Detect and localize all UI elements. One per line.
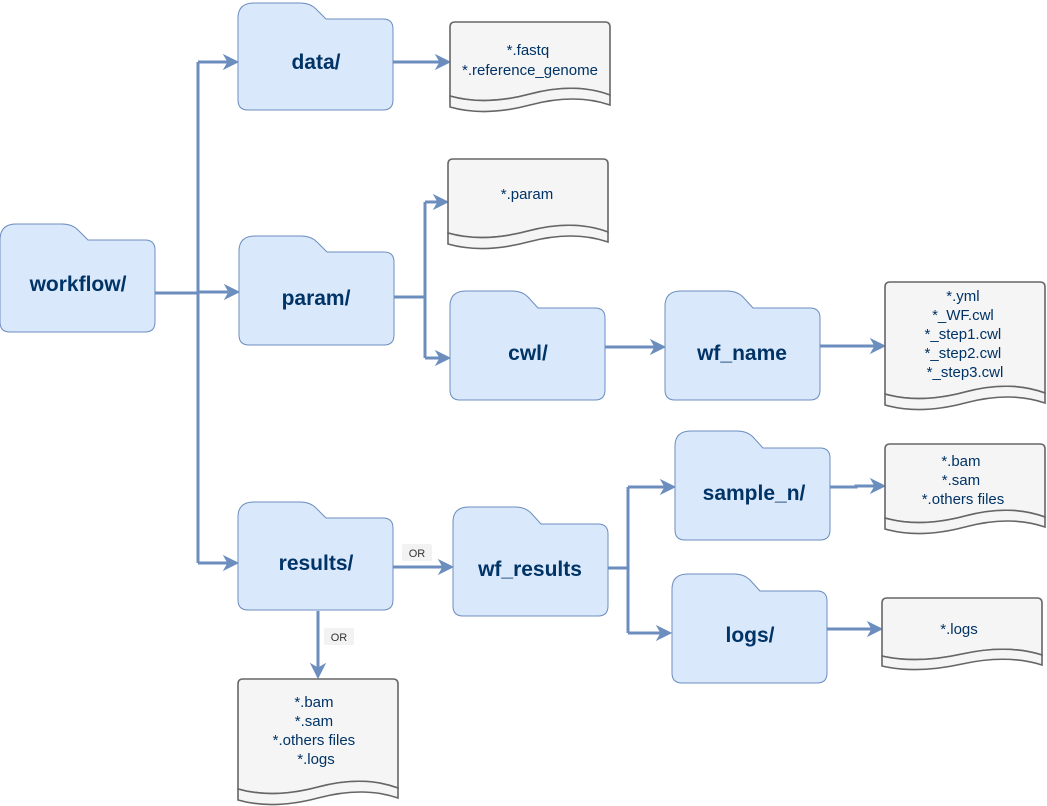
file-entry: *.logs — [940, 621, 978, 638]
file-entry: *.others files — [273, 732, 356, 749]
folder-label: wf_name — [696, 342, 787, 365]
file-entry: *.fastq — [507, 42, 550, 59]
arrowhead-icon — [659, 478, 677, 496]
document-text: *.yml *_WF.cwl *_step1.cwl *_step2.cwl *… — [925, 288, 1006, 381]
arrowhead-icon — [222, 53, 240, 71]
folder-icon — [664, 290, 821, 401]
file-entry: *.logs — [297, 751, 335, 768]
document-text: *.fastq *.reference_genome — [462, 42, 598, 79]
edge-sample-to-files — [830, 484, 875, 489]
arrowhead-icon — [309, 662, 327, 680]
edge-label-or-files: OR — [324, 628, 354, 645]
folder-results[interactable]: results/ — [237, 501, 394, 611]
file-entry: *_step1.cwl — [925, 326, 1002, 343]
folder-label: cwl/ — [508, 342, 548, 365]
document-text: *.param — [501, 186, 554, 203]
document-text: *.logs — [940, 621, 978, 638]
document-page-edge — [447, 224, 609, 250]
folder-data[interactable]: data/ — [237, 2, 394, 111]
document-page-edge — [884, 509, 1046, 535]
arrowhead-icon — [655, 624, 673, 642]
arrowhead-icon — [432, 193, 450, 211]
edges — [155, 60, 875, 668]
document-logs-files[interactable]: *.logs — [881, 597, 1043, 671]
file-entry: *.sam — [295, 713, 333, 730]
edge-label-text: OR — [331, 632, 348, 644]
folder-workflow[interactable]: workflow/ — [0, 223, 156, 333]
folder-icon — [449, 290, 606, 401]
file-entry: *_WF.cwl — [932, 307, 994, 324]
folder-logs[interactable]: logs/ — [671, 573, 828, 684]
arrowhead-icon — [434, 349, 452, 367]
folder-icon — [674, 430, 831, 541]
document-data-files[interactable]: *.fastq *.reference_genome — [449, 21, 611, 113]
document-sample-files[interactable]: *.bam *.sam *.others files — [884, 443, 1046, 535]
edge-label-text: OR — [409, 548, 426, 560]
folder-icon — [238, 235, 395, 346]
folder-icon — [452, 506, 609, 617]
folder-icon — [237, 2, 394, 111]
arrowhead-icon — [223, 283, 241, 301]
document-text: *.bam *.sam *.others files — [922, 453, 1005, 508]
folder-label: results/ — [279, 552, 354, 575]
folder-cwl[interactable]: cwl/ — [449, 290, 606, 401]
file-entry: *.reference_genome — [462, 62, 598, 79]
folder-label: sample_n/ — [703, 482, 806, 505]
edge-label-or-wfresults: OR — [402, 544, 432, 561]
folder-label: wf_results — [477, 558, 582, 581]
document-text: *.bam *.sam *.others files *.logs — [273, 694, 360, 768]
arrowhead-icon — [866, 620, 884, 638]
document-page-edge — [884, 385, 1046, 411]
file-entry: *.bam — [941, 453, 980, 470]
folder-icon — [0, 223, 156, 333]
document-page-edge — [237, 780, 399, 806]
arrowhead-icon — [437, 558, 455, 576]
file-entry: *.others files — [922, 491, 1005, 508]
file-entry: *_step2.cwl — [925, 345, 1002, 362]
document-results-files[interactable]: *.bam *.sam *.others files *.logs — [237, 678, 399, 806]
file-entry: *_step3.cwl — [927, 364, 1004, 381]
folder-icon — [671, 573, 828, 684]
document-page-edge — [881, 648, 1043, 671]
folder-param[interactable]: param/ — [238, 235, 395, 346]
folder-wf-results[interactable]: wf_results — [452, 506, 609, 617]
folder-sample-n[interactable]: sample_n/ — [674, 430, 831, 541]
arrowhead-icon — [222, 554, 240, 572]
folder-wf-name[interactable]: wf_name — [664, 290, 821, 401]
file-entry: *.yml — [946, 288, 979, 305]
arrowhead-icon — [434, 53, 452, 71]
folder-icon — [237, 501, 394, 611]
folder-label: workflow/ — [29, 273, 127, 296]
folder-label: data/ — [291, 51, 340, 74]
arrowhead-icon — [869, 477, 887, 495]
folder-label: logs/ — [725, 624, 774, 647]
arrowhead-icon — [649, 338, 667, 356]
file-entry: *.param — [501, 186, 554, 203]
document-param-files[interactable]: *.param — [447, 158, 609, 250]
document-wf-name-files[interactable]: *.yml *_WF.cwl *_step1.cwl *_step2.cwl *… — [884, 281, 1046, 411]
arrowheads — [222, 53, 887, 680]
folder-label: param/ — [282, 287, 351, 310]
file-entry: *.sam — [942, 472, 980, 489]
document-page-edge — [449, 87, 611, 113]
file-entry: *.bam — [294, 694, 333, 711]
arrowhead-icon — [869, 337, 887, 355]
